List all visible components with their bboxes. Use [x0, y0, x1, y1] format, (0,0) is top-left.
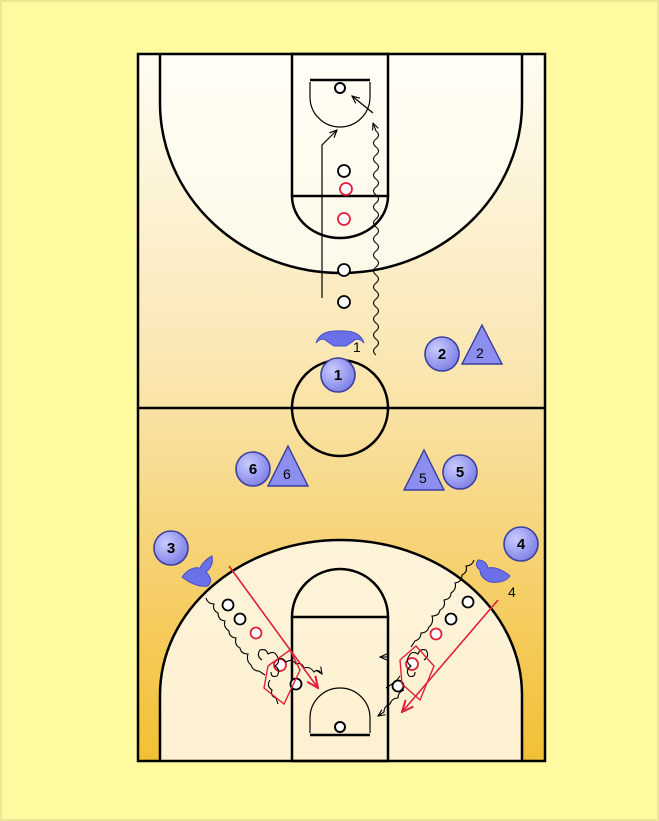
coach-icon — [475, 559, 511, 583]
cone-icon — [221, 598, 235, 612]
cone-icon — [337, 212, 351, 226]
bottom-restricted-arc — [309, 687, 371, 733]
dribble-path-icon — [205, 597, 266, 676]
bottom-three-point-line — [158, 538, 524, 761]
finish-arrow — [352, 96, 374, 114]
player-label: 1 — [334, 367, 342, 384]
bottom-hoop — [334, 721, 346, 733]
player-6: 6 — [235, 451, 271, 487]
triangle-6: 6 — [266, 444, 310, 487]
player-label: 2 — [438, 346, 446, 363]
bottom-free-throw-circle — [290, 567, 390, 618]
pass-arrow-icon — [402, 599, 499, 712]
coach-label-right: 4 — [508, 584, 516, 600]
coach-label-top: 1 — [353, 339, 361, 355]
coach-icon — [315, 330, 365, 347]
player-label: 3 — [167, 540, 175, 557]
pass-box-right — [399, 645, 435, 702]
dribble-path-icon — [406, 648, 429, 678]
dribble-path-icon — [385, 675, 401, 689]
cone-icon — [337, 164, 351, 178]
right-cones — [391, 595, 475, 693]
cone-icon — [339, 182, 353, 196]
triangle-label: 5 — [419, 470, 427, 486]
top-hoop — [334, 82, 346, 94]
triangle-2: 2 — [460, 323, 504, 365]
triangle-label: 6 — [283, 466, 291, 482]
triangle-label: 2 — [476, 345, 484, 361]
cut-path — [321, 130, 337, 298]
cone-icon — [249, 626, 263, 640]
cone-icon — [444, 612, 458, 626]
pass-arrow-icon — [228, 565, 318, 688]
player-2: 2 — [424, 336, 460, 372]
player-label: 4 — [517, 536, 526, 553]
top-three-point-area — [160, 54, 522, 273]
top-cones — [337, 164, 353, 309]
player-1: 1 — [320, 357, 356, 393]
coach-icon — [181, 555, 213, 587]
cone-icon — [461, 595, 475, 609]
player-4: 4 — [503, 526, 539, 562]
triangle-5: 5 — [402, 448, 446, 491]
cone-icon — [337, 295, 351, 309]
dribble-path-icon — [267, 679, 279, 705]
cone-icon — [233, 612, 247, 626]
player-3: 3 — [153, 530, 189, 566]
player-5: 5 — [442, 454, 478, 490]
top-free-throw-circle — [290, 195, 390, 240]
dribble-path-icon — [373, 123, 380, 356]
player-label: 5 — [456, 464, 464, 481]
pass-box-left — [263, 648, 301, 706]
top-restricted-arc — [309, 82, 371, 128]
dribble-path-icon — [257, 648, 280, 678]
cone-icon — [337, 263, 351, 277]
dribble-path-icon — [378, 689, 405, 716]
court-boundary — [136, 52, 547, 763]
cone-icon — [429, 627, 443, 641]
player-label: 6 — [249, 461, 257, 478]
dribble-path-icon — [410, 559, 475, 648]
